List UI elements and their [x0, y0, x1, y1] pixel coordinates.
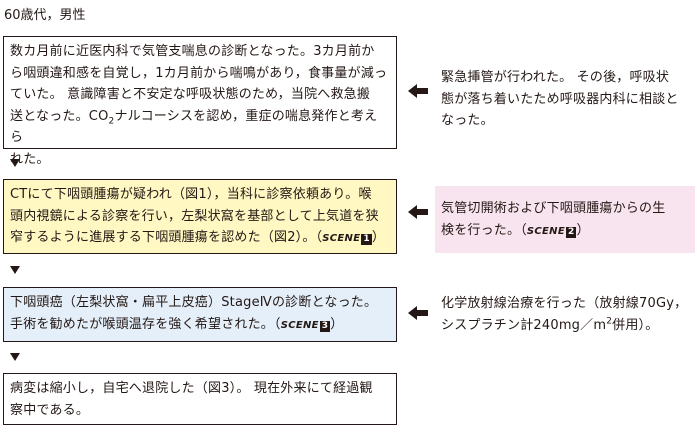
text-segment: 検を行った。（ [441, 222, 527, 238]
text-segment: 手術を勧めたが喉頭温存を強く希望された。（ [10, 316, 281, 332]
case-header: 60歳代，男性 [4, 8, 86, 23]
course-box-diagnosis: CTにて下咽頭腫瘍が疑われ（図1），当科に診察依頼あり。喉 頭内視鏡による診察を… [3, 179, 397, 254]
scene-number-badge: 1 [361, 234, 372, 245]
text-segment: 窄するように進展する下咽頭腫瘍を認めた（図2）。（ [10, 230, 323, 245]
text-line: 察中である。 [10, 402, 90, 418]
text-line: 病変は縮小し，自宅へ退院した（図3）。 現在外来にて経過観 [10, 381, 373, 396]
side-note-intubation: 緊急挿管が行われた。 その後，呼吸状 態が落ち着いたため呼吸器内科に相談と なっ… [441, 67, 691, 132]
text-segment: 併用）。 [612, 317, 659, 333]
text-line: なった。 [441, 113, 494, 128]
down-triangle-icon [10, 266, 20, 274]
text-line: 下咽頭癌（左梨状窩・扁平上皮癌）StageⅣの診断となった。 [10, 295, 378, 310]
down-triangle-icon [10, 159, 20, 167]
text-line: れた。 [10, 151, 50, 167]
course-box-staging: 下咽頭癌（左梨状窩・扁平上皮癌）StageⅣの診断となった。 手術を勧めたが喉頭… [3, 287, 397, 342]
text-segment: ） [576, 222, 590, 238]
text-line: ら咽頭違和感を自覚し，1カ月前から喘鳴があり，食事量が減っ [10, 65, 388, 81]
text-line: 頭内視鏡による診察を行い，左梨状窩を基部として上気道を狭 [10, 208, 379, 224]
text-line: 緊急挿管が行われた。 その後，呼吸状 [441, 70, 670, 85]
side-note-chemoradiation: 化学放射線治療を行った（放射線70Gy， シスプラチン計240mg／m2併用）。 [441, 293, 691, 336]
text-line: 送となった。CO2ナルコーシスを認め，重症の喘息発作と考えら [10, 106, 389, 149]
scene-number-badge: 3 [319, 320, 331, 332]
text-line: 態が落ち着いたため呼吸器内科に相談と [441, 91, 679, 107]
course-box-outcome: 病変は縮小し，自宅へ退院した（図3）。 現在外来にて経過観 察中である。 [3, 373, 397, 425]
text-line: ていた。 意識障害と不安定な呼吸状態のため，当院へ救急搬 [10, 87, 371, 102]
left-arrow-icon [408, 306, 428, 320]
text-line: 数カ月前に近医内科で気管支喘息の診断となった。3カ月前か [10, 44, 375, 59]
down-triangle-icon [10, 353, 20, 361]
scene-label: SCENE [280, 319, 319, 331]
scene-label: SCENE [526, 225, 565, 237]
course-box-initial: 数カ月前に近医内科で気管支喘息の診断となった。3カ月前か ら咽頭違和感を自覚し，… [3, 36, 397, 167]
text-line: 気管切開術および下咽頭腫瘍からの生 [441, 201, 666, 216]
text-segment: 送となった。CO [10, 108, 109, 124]
text-line: シスプラチン計240mg／m2併用）。 [441, 315, 691, 337]
subscript: 2 [108, 116, 115, 127]
text-line: CTにて下咽頭腫瘍が疑われ（図1），当科に診察依頼あり。喉 [10, 187, 372, 202]
left-arrow-icon [408, 205, 428, 219]
text-line: 化学放射線治療を行った（放射線70Gy， [441, 296, 688, 311]
left-arrow-icon [408, 84, 428, 98]
text-segment: ナルコーシスを認め，重症の喘息発作と考えら [10, 108, 378, 146]
scene-number-badge: 2 [565, 226, 577, 238]
scene-label: SCENE [322, 233, 361, 244]
text-segment: シスプラチン計240mg／m [441, 317, 607, 333]
text-segment: ） [330, 316, 344, 332]
text-segment: ） [371, 230, 386, 245]
superscript: 2 [606, 316, 613, 327]
